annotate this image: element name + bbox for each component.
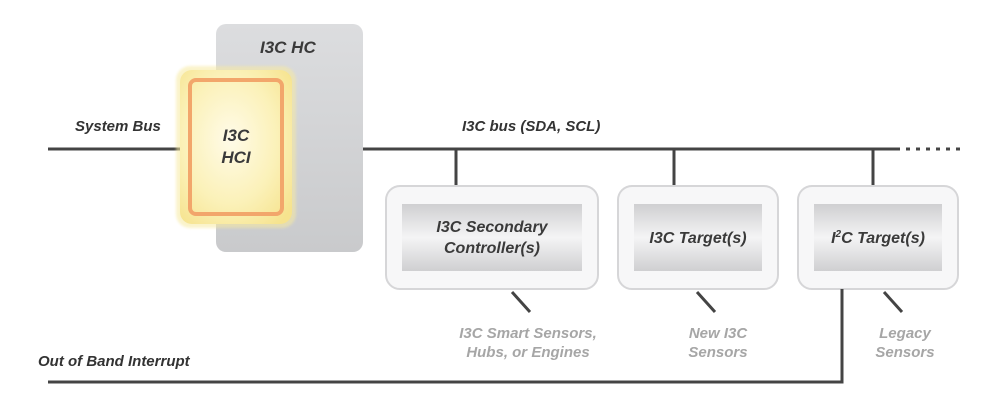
caption-i2c-line1: Legacy [879, 325, 931, 342]
secondary-inner [402, 204, 582, 271]
i2c-prefix: I [831, 230, 836, 247]
i2c-suffix: C Target(s) [841, 230, 925, 247]
caption-secondary-line1: I3C Smart Sensors, [459, 325, 597, 342]
caption-target-line2: Sensors [688, 344, 748, 361]
i3c-bus-label: I3C bus (SDA, SCL) [462, 118, 601, 135]
hci-label: I3C HCI [221, 125, 250, 169]
caption-target-line1: New I3C [688, 325, 748, 342]
caption-secondary: I3C Smart Sensors, Hubs, or Engines [459, 324, 597, 362]
i2c-inner [814, 204, 942, 271]
secondary-title-line2: Controller(s) [444, 240, 540, 257]
hci-label-line1: I3C [222, 126, 250, 145]
i2c-superscript: 2 [835, 229, 842, 240]
i3c-hc-title: I3C HC [260, 38, 316, 57]
target-inner [634, 204, 762, 271]
hci-inner-border [188, 78, 284, 216]
oob-label: Out of Band Interrupt [38, 353, 190, 370]
i3c-target-title: I3C Target(s) [649, 230, 747, 247]
secondary-controller-title: I3C Secondary Controller(s) [436, 217, 547, 259]
caption-i2c-line2: Sensors [875, 344, 935, 361]
caption-i2c: Legacy Sensors [875, 324, 934, 362]
system-bus-label: System Bus [75, 118, 161, 135]
hci-label-line2: HCI [221, 148, 251, 167]
oob-interrupt-line [48, 289, 844, 384]
pointer-secondary [510, 290, 532, 314]
secondary-title-line1: I3C Secondary [436, 219, 548, 236]
i2c-target-title: I2C Target(s) [831, 228, 925, 249]
caption-secondary-line2: Hubs, or Engines [466, 344, 590, 361]
pointer-i2c [882, 290, 904, 314]
caption-target: New I3C Sensors [688, 324, 747, 362]
pointer-target [695, 290, 717, 314]
hci-outer [180, 70, 292, 224]
